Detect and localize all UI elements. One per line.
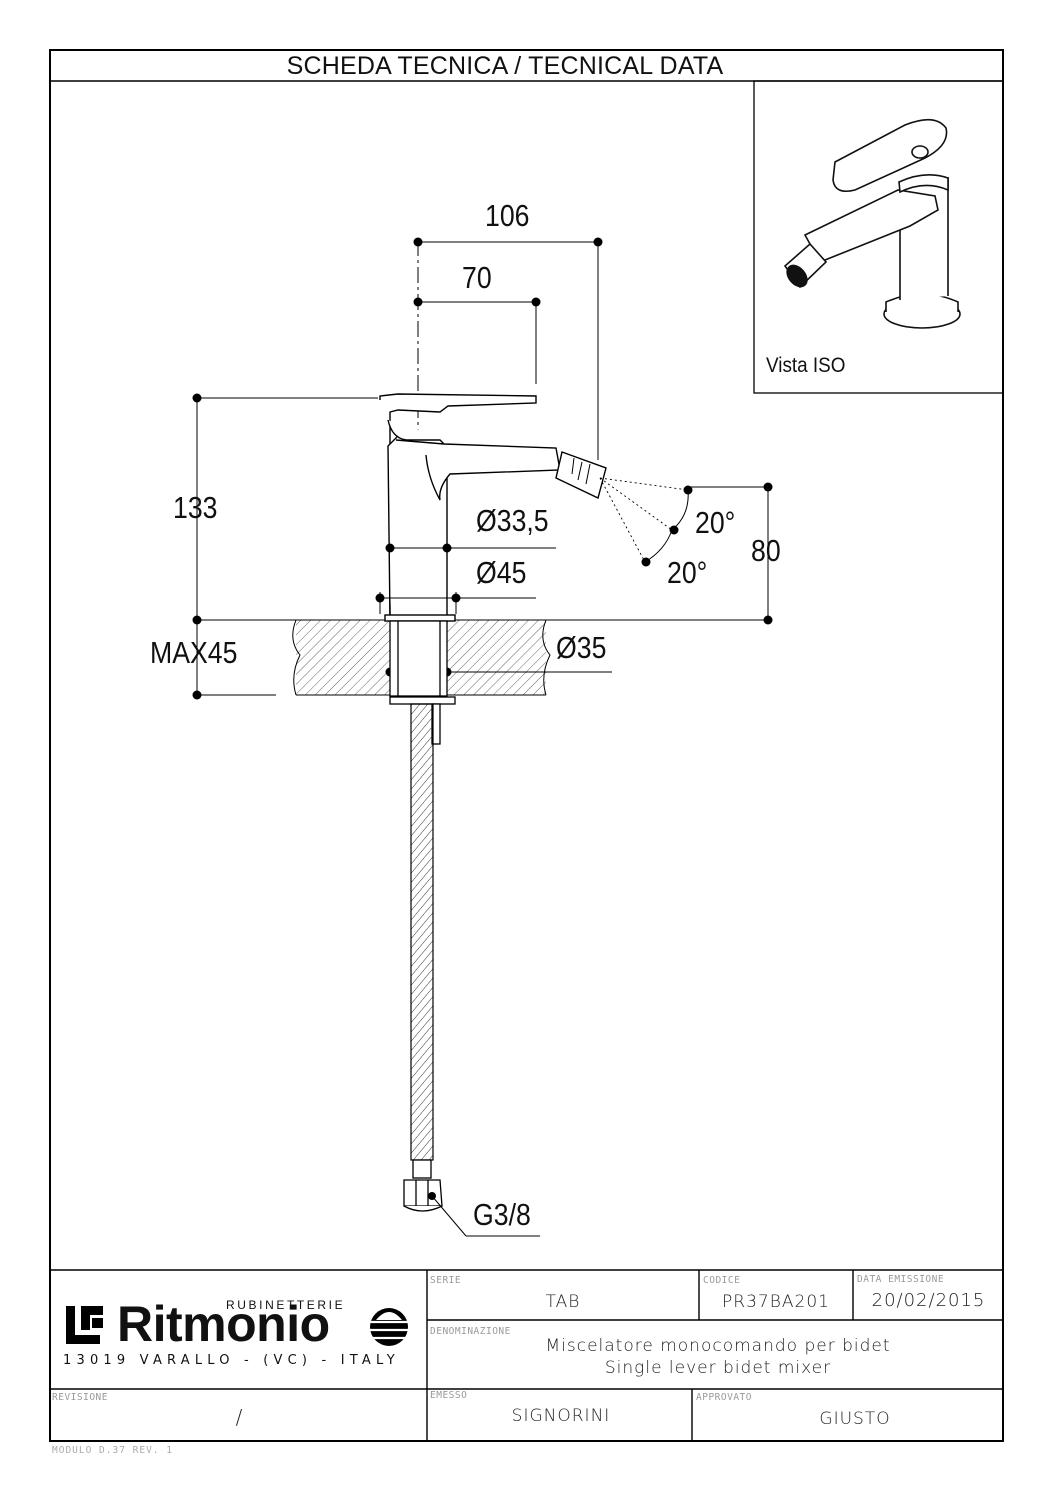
iso-faucet-illustration xyxy=(783,118,961,329)
serie-value: TAB xyxy=(545,1292,581,1312)
dimension-angle-upper: 20° xyxy=(695,505,736,540)
logo-tagline: RUBINETTERIE xyxy=(226,1298,346,1312)
logo-address: 13019 VARALLO - (VC) - ITALY xyxy=(63,1353,400,1368)
dimension-106: 106 xyxy=(485,198,530,233)
dimension-diameter-33-5: Ø33,5 xyxy=(476,503,549,538)
faucet-body xyxy=(379,393,607,622)
serie-label: SERIE xyxy=(430,1275,462,1286)
dimension-133: 133 xyxy=(173,490,218,525)
dimension-angle-lower: 20° xyxy=(667,555,708,590)
ritmonio-logo-mark xyxy=(66,1306,103,1344)
dimension-diameter-45: Ø45 xyxy=(476,555,527,590)
dimension-diameter-35: Ø35 xyxy=(556,630,607,665)
emesso-value: SIGNORINI xyxy=(511,1406,611,1426)
data-emissione-label: DATA EMISSIONE xyxy=(857,1274,945,1285)
denominazione-english: Single lever bidet mixer xyxy=(604,1358,832,1378)
sheet-title: SCHEDA TECNICA / TECNICAL DATA xyxy=(286,52,724,80)
iso-view-label: Vista ISO xyxy=(766,354,846,377)
title-block-grid xyxy=(50,1269,1003,1441)
logo-sun-icon xyxy=(370,1308,408,1346)
fixing-assembly xyxy=(389,620,456,745)
flexible-hose xyxy=(410,703,434,1161)
dimension-thread-g3-8: G3/8 xyxy=(473,1197,531,1232)
dimension-70: 70 xyxy=(462,260,492,295)
denominazione-italian: Miscelatore monocomando per bidet xyxy=(545,1336,891,1356)
dimension-80: 80 xyxy=(751,533,781,568)
approvato-value: GIUSTO xyxy=(819,1409,891,1429)
sheet-border xyxy=(49,49,1004,1442)
form-code: MODULO D.37 REV. 1 xyxy=(52,1445,173,1456)
data-emissione-value: 20/02/2015 xyxy=(871,1290,986,1311)
hose-nut xyxy=(403,1159,443,1212)
revisione-label: REVISIONE xyxy=(52,1392,108,1403)
iso-view-box xyxy=(753,80,1004,394)
codice-label: CODICE xyxy=(703,1275,741,1286)
spray-cone xyxy=(599,477,689,563)
revisione-value: / xyxy=(235,1405,244,1429)
emesso-label: EMESSO xyxy=(430,1390,468,1401)
logo-brand: Ritmonio xyxy=(117,1296,330,1352)
dimension-max45: MAX45 xyxy=(150,635,238,670)
codice-value: PR37BA201 xyxy=(722,1292,830,1312)
denominazione-label: DENOMINAZIONE xyxy=(430,1326,511,1337)
approvato-label: APPROVATO xyxy=(696,1392,752,1403)
